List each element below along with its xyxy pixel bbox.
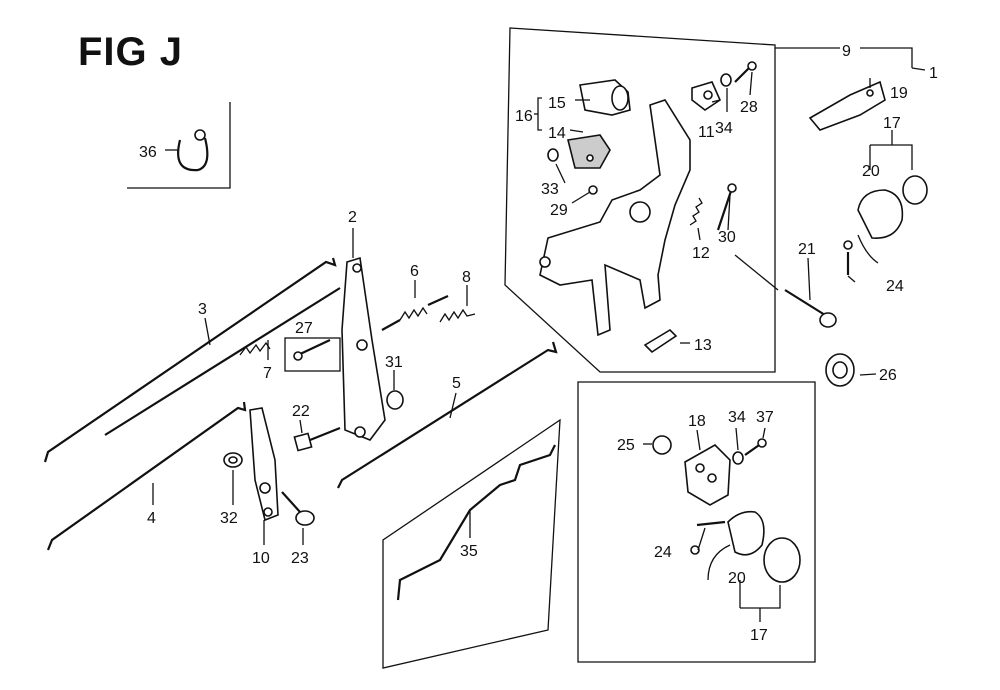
rod-35-outline bbox=[382, 418, 561, 669]
part-34-washer-choke bbox=[732, 451, 744, 465]
callout-12: 12 bbox=[692, 245, 710, 262]
callout-4: 4 bbox=[147, 510, 156, 527]
part-14-switch bbox=[567, 134, 611, 169]
part-11-plate bbox=[691, 81, 722, 111]
callout-16: 16 bbox=[515, 108, 533, 125]
callout-17b: 17 bbox=[750, 627, 768, 644]
callout-2: 2 bbox=[348, 209, 357, 226]
part-20-switch-top bbox=[857, 175, 928, 264]
callout-5: 5 bbox=[452, 375, 461, 392]
part-15-bracket bbox=[579, 79, 631, 116]
callout-10: 10 bbox=[252, 550, 270, 567]
part-19-bracket bbox=[808, 80, 886, 131]
part-8-spring bbox=[439, 285, 476, 323]
part-35-rod bbox=[396, 444, 556, 601]
callout-33: 33 bbox=[541, 181, 559, 198]
callout-24b: 24 bbox=[654, 544, 672, 561]
part-12-spring bbox=[689, 197, 703, 226]
callout-35: 35 bbox=[460, 543, 478, 560]
part-24-screw-top bbox=[843, 240, 853, 275]
part-32-washer bbox=[223, 452, 243, 505]
part-13-pin bbox=[643, 328, 678, 354]
part-27-bolt bbox=[284, 337, 341, 372]
callout-28: 28 bbox=[740, 99, 758, 116]
part-3-rod bbox=[43, 257, 337, 463]
part-25-nut bbox=[652, 435, 672, 455]
callout-17a: 17 bbox=[883, 115, 901, 132]
callout-11: 11 bbox=[698, 124, 715, 141]
callout-37: 37 bbox=[756, 409, 774, 426]
callout-1: 1 bbox=[929, 65, 938, 82]
callout-23: 23 bbox=[291, 550, 309, 567]
part-29-screw bbox=[588, 185, 598, 195]
leader-lines bbox=[534, 47, 926, 622]
callout-13: 13 bbox=[694, 337, 712, 354]
callout-26: 26 bbox=[879, 367, 897, 384]
callout-34b: 34 bbox=[728, 409, 746, 426]
callout-7: 7 bbox=[263, 365, 272, 382]
part-4-rod bbox=[46, 401, 247, 551]
part-21-bolt bbox=[784, 289, 837, 328]
choke-box-outline bbox=[577, 381, 816, 663]
part-37-screw bbox=[744, 438, 767, 456]
callout-30: 30 bbox=[718, 229, 736, 246]
callout-36: 36 bbox=[139, 144, 157, 161]
part-7-rod-spring bbox=[104, 287, 341, 436]
part-2-lever bbox=[341, 228, 386, 441]
callout-18a: 18 bbox=[688, 413, 706, 430]
part-33-washer bbox=[547, 148, 559, 162]
callout-32: 32 bbox=[220, 510, 238, 527]
callout-14: 14 bbox=[548, 125, 566, 142]
callout-21: 21 bbox=[798, 241, 816, 258]
part-6-spring bbox=[381, 280, 449, 331]
callout-labels: 1 2 3 4 5 6 7 8 9 10 11 12 13 14 15 16 1… bbox=[139, 43, 938, 644]
control-box-outline bbox=[504, 27, 776, 373]
callout-27: 27 bbox=[295, 320, 313, 337]
part-10-lever bbox=[249, 407, 279, 545]
figure-title: FIG J bbox=[78, 30, 184, 74]
part-24-screw-choke bbox=[690, 520, 726, 555]
callout-19: 19 bbox=[890, 85, 908, 102]
callout-9: 9 bbox=[842, 43, 851, 60]
callout-25: 25 bbox=[617, 437, 635, 454]
part-20-switch-choke bbox=[707, 510, 801, 583]
callout-6: 6 bbox=[410, 263, 419, 280]
part-26-clip bbox=[825, 353, 855, 387]
part-18-plate bbox=[684, 444, 731, 506]
inset-box-36 bbox=[127, 102, 231, 189]
callout-24a: 24 bbox=[886, 278, 904, 295]
control-bracket bbox=[539, 99, 691, 337]
part-5-rod bbox=[337, 341, 558, 489]
part-31-nut bbox=[386, 370, 404, 410]
part-22-bolt bbox=[293, 419, 341, 452]
callout-20a: 20 bbox=[862, 163, 880, 180]
callout-29: 29 bbox=[550, 202, 568, 219]
callout-8: 8 bbox=[462, 269, 471, 286]
callout-31: 31 bbox=[385, 354, 403, 371]
part-28-bolt bbox=[734, 61, 757, 83]
callout-15: 15 bbox=[548, 95, 566, 112]
callout-34a: 34 bbox=[715, 120, 733, 137]
part-36-clip bbox=[165, 129, 209, 172]
callout-22: 22 bbox=[292, 403, 310, 420]
part-23-bolt bbox=[281, 491, 315, 545]
callout-20b: 20 bbox=[728, 570, 746, 587]
part-30-bolt bbox=[716, 183, 737, 231]
callout-3: 3 bbox=[198, 301, 207, 318]
part-34-washer-top bbox=[720, 73, 732, 87]
